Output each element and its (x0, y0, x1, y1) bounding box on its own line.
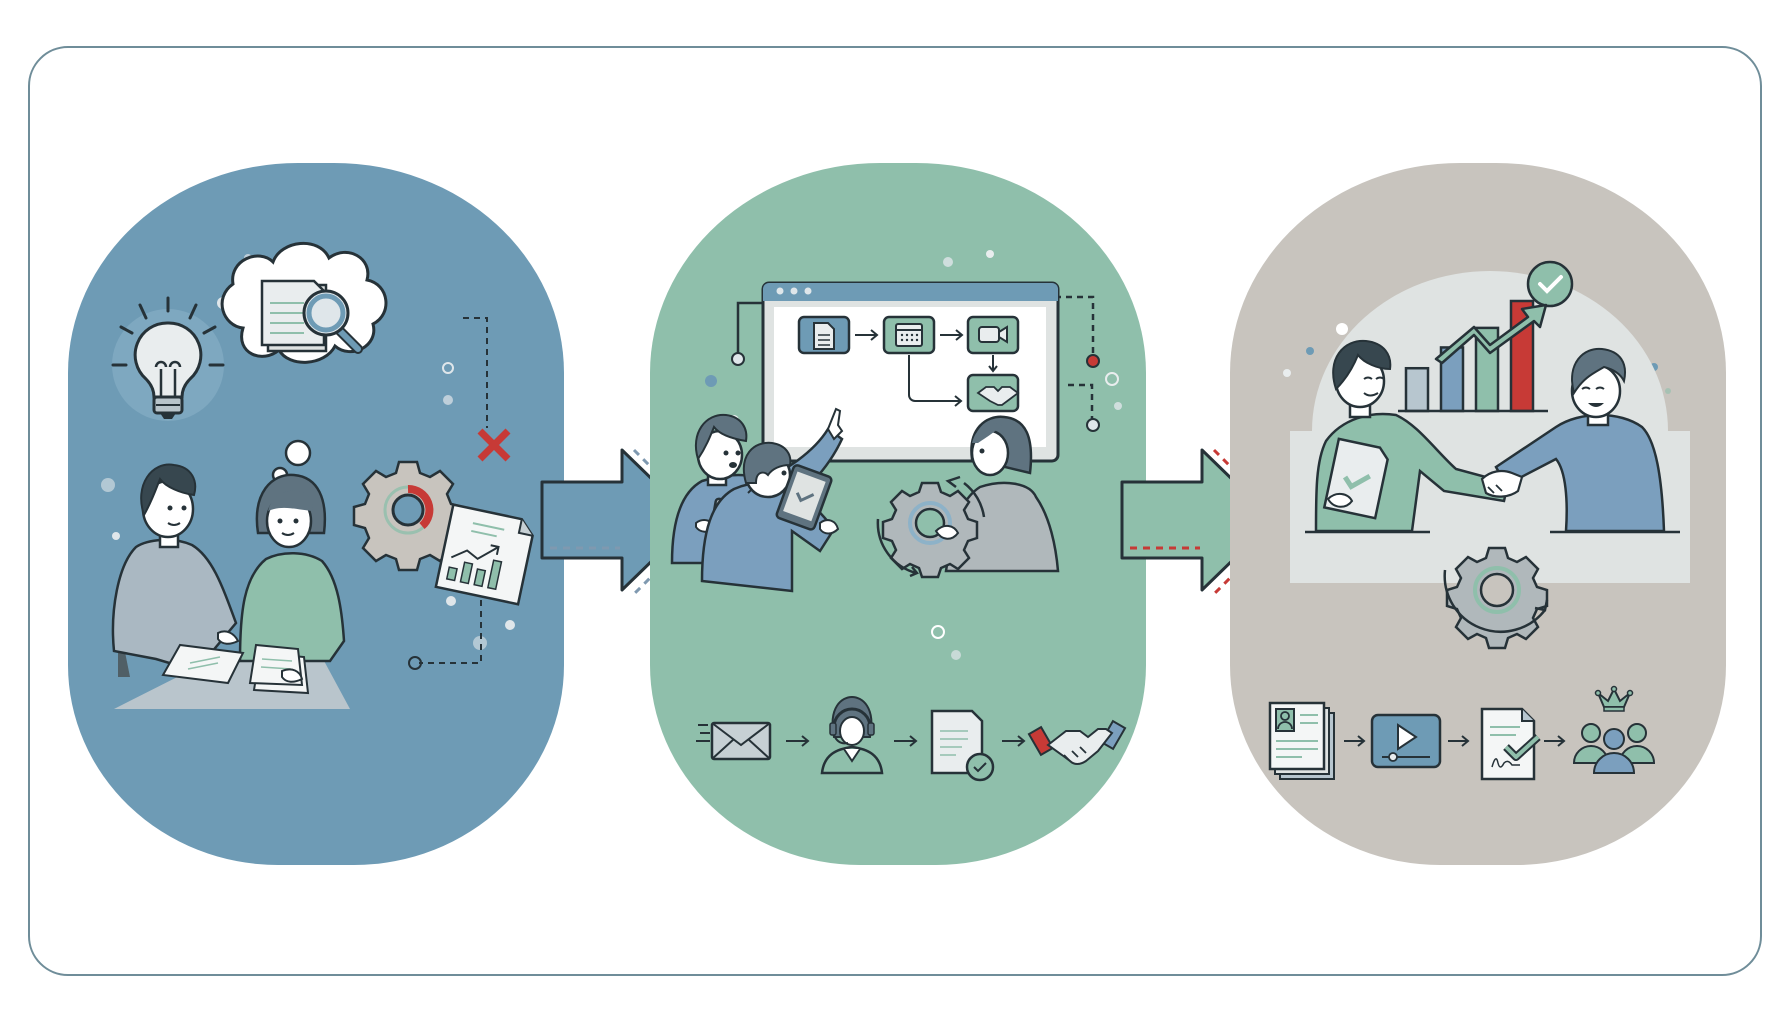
support-agent-icon (820, 695, 884, 775)
handshake (1480, 469, 1524, 498)
stage-3-illustration (1268, 260, 1710, 781)
report-chart-icon (434, 503, 534, 606)
flow-arrow (908, 355, 963, 407)
flow-arrow (940, 329, 964, 341)
bottom-flow (696, 695, 1127, 782)
person-with-document (1314, 339, 1510, 533)
dashed-connector (463, 317, 488, 428)
flow-arrow (894, 735, 918, 747)
lightbulb-icon (111, 296, 225, 421)
flow-arrow (786, 735, 810, 747)
video-camera-icon (966, 315, 1020, 355)
flow-arrow (1544, 735, 1566, 747)
handshake-icon (966, 373, 1020, 413)
team-crown-icon (1572, 685, 1656, 774)
flow-arrow (1344, 735, 1366, 747)
dashed-connector (1068, 383, 1094, 419)
calendar-icon (882, 315, 936, 355)
bottom-flow (1268, 685, 1656, 781)
flow-arrow (855, 329, 879, 341)
person-woman (238, 473, 346, 663)
connector-node (408, 656, 422, 670)
tablet-check-icon (775, 464, 833, 531)
dashed-connector (419, 578, 482, 664)
person-man (111, 463, 240, 677)
person-with-tablet (700, 441, 840, 593)
email-icon (696, 721, 772, 761)
flow-arrow (1448, 735, 1470, 747)
gear-progress-icon (352, 460, 464, 572)
flow-arrow (988, 355, 998, 373)
person-with-gear (876, 415, 1060, 579)
stage-1-illustration (101, 242, 534, 709)
screen-flow (797, 315, 1020, 413)
trend-arrow-icon (1434, 303, 1548, 365)
circuit-node (1086, 418, 1100, 432)
resume-icon (1268, 701, 1335, 780)
paper-sheet (161, 643, 310, 695)
flow-arrow (1002, 735, 1026, 747)
thought-cloud-icon (220, 242, 388, 484)
stage-1-panel (68, 163, 564, 865)
stage-2-illustration (670, 250, 1127, 782)
chart-bar (1404, 366, 1430, 413)
circuit-node (731, 352, 745, 366)
cross-mark-icon (477, 428, 511, 462)
stage-2-panel (650, 163, 1146, 865)
gear-cycle-icon (1443, 546, 1549, 650)
video-player-icon (1370, 713, 1442, 769)
document-icon (797, 315, 851, 355)
stage-3-panel (1230, 163, 1726, 865)
gear-cycle-icon (876, 475, 986, 579)
handshake-icon (1027, 719, 1127, 765)
circuit-node (1086, 354, 1100, 368)
person-smiling (1494, 347, 1666, 533)
signed-contract-icon (1480, 707, 1541, 781)
check-badge-icon (1526, 260, 1574, 308)
document-search-icon (260, 279, 363, 354)
document-approved-icon (930, 709, 995, 782)
